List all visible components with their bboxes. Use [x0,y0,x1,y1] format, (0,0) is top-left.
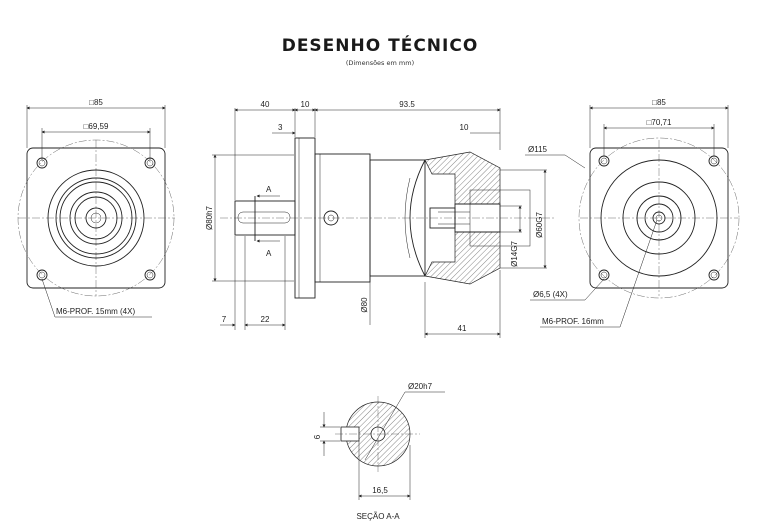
right-front-view: □85 □70,71 Ø115 Ø6,5 (4X) M6-PROF. 16mm [525,98,740,328]
dim-3: 3 [278,123,283,132]
dim-93-5: 93.5 [399,100,415,109]
right-square-label: □85 [652,98,666,107]
dim-22: 22 [261,315,270,324]
dim-body: Ø80 [360,297,369,313]
section-diameter: Ø20h7 [408,382,433,391]
dim-41: 41 [458,324,467,333]
section-a-a: Ø20h7 6 16,5 SEÇÃO A-A [313,382,445,521]
dim-10b: 10 [460,123,469,132]
section-mark-a-top: A [266,185,272,194]
right-thread-note: M6-PROF. 16mm [542,317,604,326]
right-bolt-square-label: □70,71 [647,118,672,127]
left-thread-note: M6-PROF. 15mm (4X) [56,307,135,316]
left-square-label: □85 [89,98,103,107]
side-view: A A 40 10 93.5 3 10 Ø80h7 Ø80 Ø14G7 Ø60G… [205,100,555,338]
dim-7: 7 [222,315,227,324]
section-caption: SEÇÃO A-A [356,512,400,521]
holes-label: Ø6,5 (4X) [533,290,568,299]
left-front-view: □85 □69,59 M6-PROF. 15mm (4X) [17,98,175,318]
left-bolt-holes [36,157,156,281]
dim-10: 10 [301,100,310,109]
dim-pilot: Ø80h7 [205,205,214,230]
dim-40: 40 [261,100,270,109]
left-bolt-square-label: □69,59 [84,122,109,131]
section-key: 6 [313,434,322,439]
section-mark-a-bottom: A [266,249,272,258]
pcd-label: Ø115 [528,145,548,154]
page-title: DESENHO TÉCNICO [281,36,479,56]
dim-recess: Ø60G7 [535,212,544,238]
section-height: 16,5 [372,486,388,495]
page-subtitle: (Dimensões em mm) [345,59,415,67]
dim-shaft-bore: Ø14G7 [510,241,519,267]
